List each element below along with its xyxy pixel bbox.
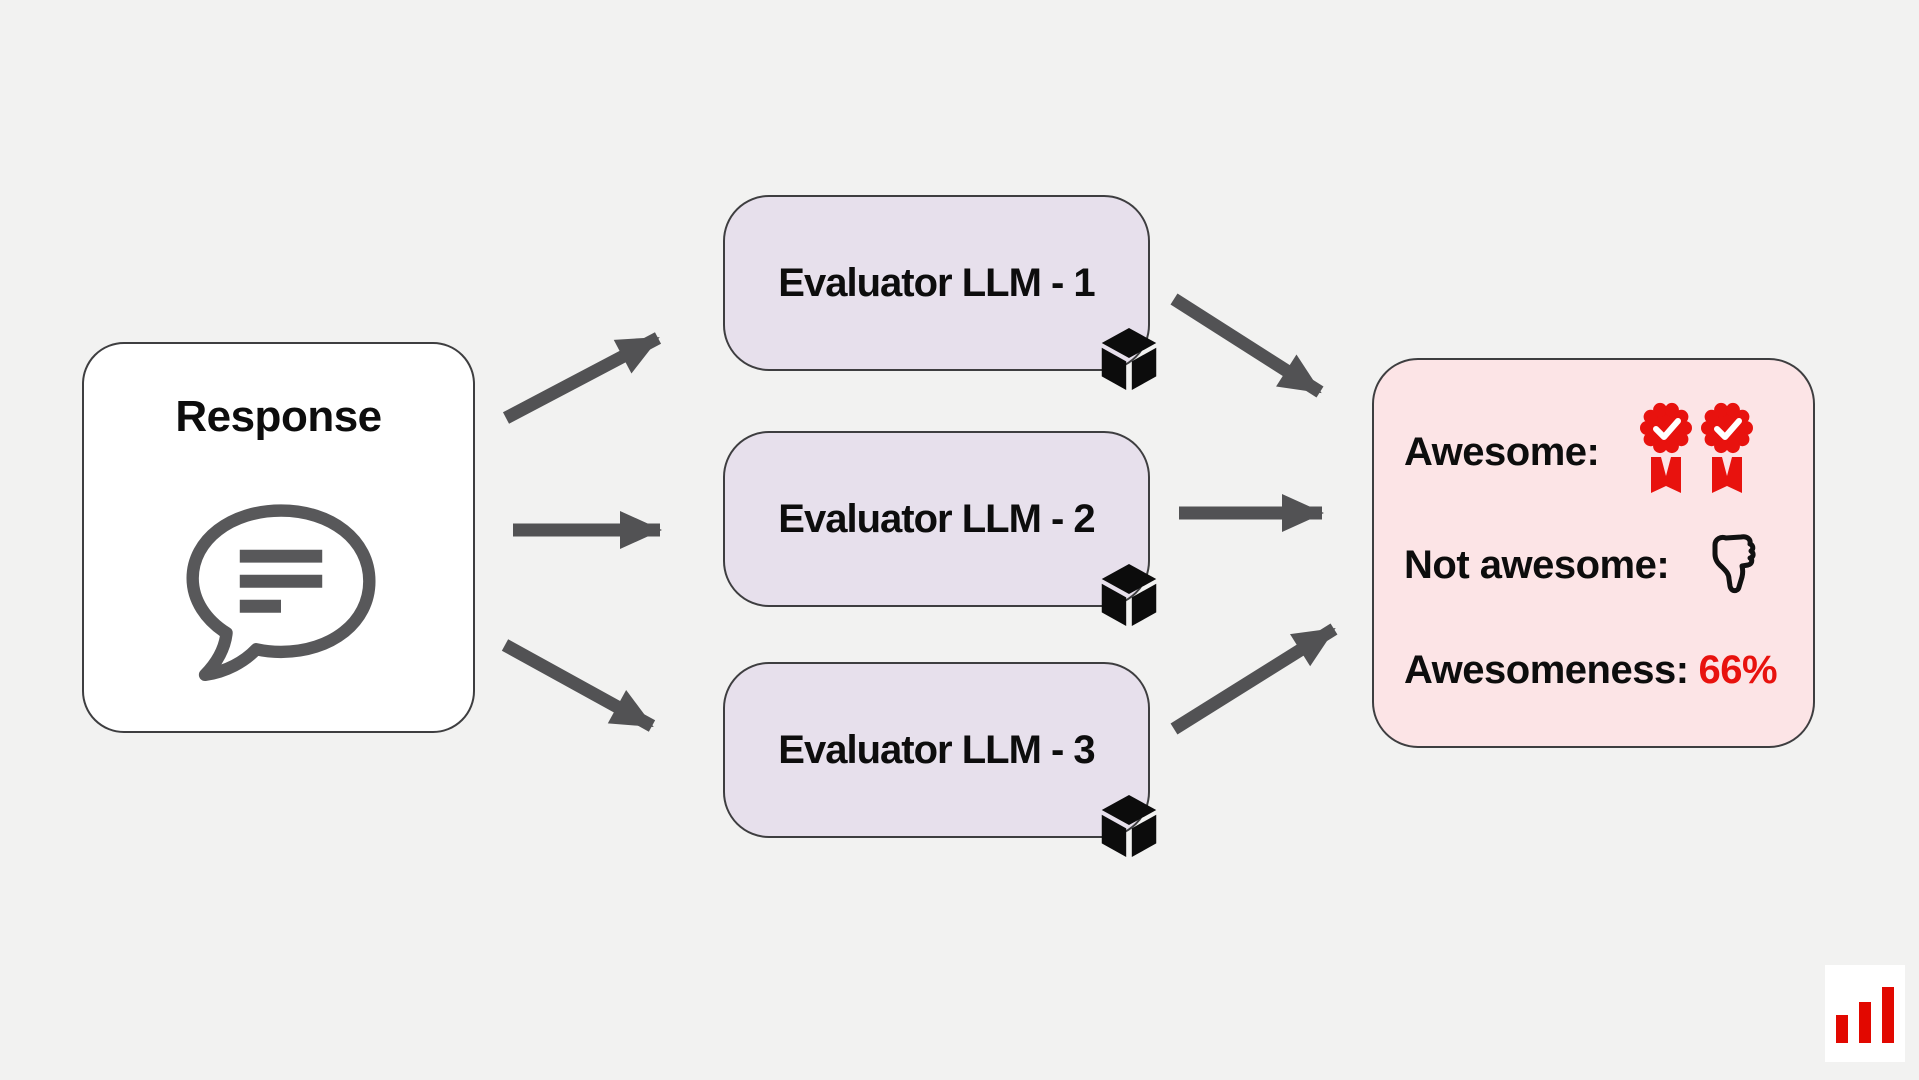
evaluator-2-label: Evaluator LLM - 2 — [778, 496, 1095, 541]
evaluator-1-label: Evaluator LLM - 1 — [778, 260, 1095, 305]
awesomeness-value: 66% — [1698, 648, 1778, 692]
response-card-title: Response — [175, 392, 382, 441]
arrow-evaluator-3-to-result — [1170, 623, 1338, 735]
logo-bar-medium — [1859, 1002, 1871, 1043]
arrow-response-to-evaluator-1 — [502, 332, 662, 424]
cube-icon — [1101, 328, 1157, 390]
speech-bubble-icon — [186, 504, 376, 682]
award-badge-icon — [1701, 402, 1753, 493]
logo-bar-small — [1836, 1015, 1848, 1043]
arrow-response-to-evaluator-3 — [501, 639, 656, 732]
logo-bar-large — [1882, 987, 1894, 1043]
not-awesome-label: Not awesome: — [1404, 543, 1670, 587]
awesome-label: Awesome: — [1404, 430, 1600, 474]
evaluator-3-label: Evaluator LLM - 3 — [778, 727, 1095, 772]
result-card: Awesome: — [1372, 358, 1815, 748]
awesomeness-row: Awesomeness:66% — [1404, 646, 1778, 694]
award-badge-icon — [1640, 402, 1692, 493]
evaluator-2-card: Evaluator LLM - 2 — [723, 431, 1157, 626]
evaluator-3-card: Evaluator LLM - 3 — [723, 662, 1157, 857]
thumbs-down-icon — [1712, 534, 1756, 594]
awesome-badges — [1640, 402, 1753, 496]
response-card: Response — [82, 342, 475, 733]
cube-icon — [1101, 564, 1157, 626]
bar-chart-logo — [1825, 965, 1905, 1062]
cube-icon — [1101, 795, 1157, 857]
arrow-evaluator-1-to-result — [1170, 293, 1324, 398]
evaluator-1-card: Evaluator LLM - 1 — [723, 195, 1157, 390]
awesomeness-label: Awesomeness: — [1404, 648, 1689, 692]
